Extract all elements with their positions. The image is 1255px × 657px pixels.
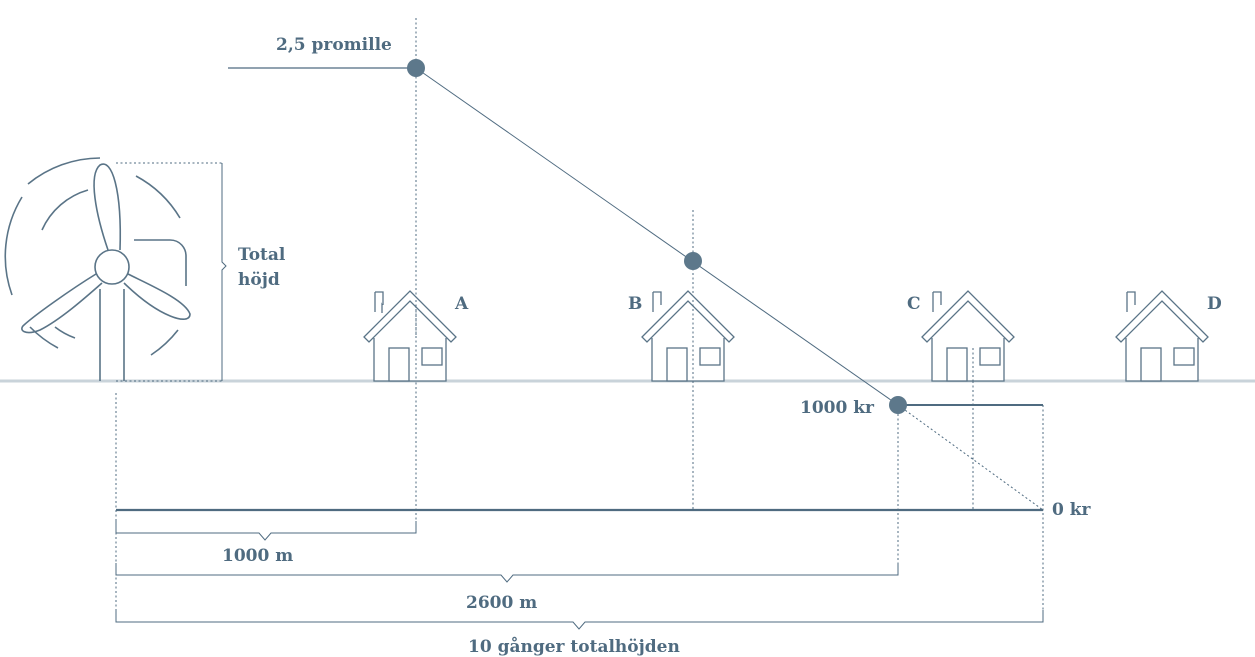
point-2-5-promille bbox=[407, 59, 425, 77]
brace-total bbox=[115, 610, 1044, 630]
house-label-d: D bbox=[1207, 294, 1222, 314]
house-a-icon bbox=[363, 290, 457, 382]
house-c-icon bbox=[921, 290, 1015, 382]
label-rate: 2,5 promille bbox=[276, 35, 392, 55]
label-height-1: Total bbox=[238, 245, 286, 265]
label-height-2: höjd bbox=[238, 270, 280, 290]
label-dist-3: 10 gånger totalhöjden bbox=[468, 636, 680, 657]
brace-2600m bbox=[115, 563, 899, 583]
wind-turbine-icon bbox=[4, 157, 191, 381]
label-dist-1: 1000 m bbox=[222, 546, 293, 566]
label-amount-mid: 1000 kr bbox=[800, 398, 875, 418]
point-1000-kr bbox=[889, 396, 907, 414]
house-label-a: A bbox=[454, 294, 469, 314]
label-amount-zero: 0 kr bbox=[1052, 500, 1092, 520]
brace-1000m bbox=[115, 521, 417, 541]
guide-lines bbox=[115, 18, 1044, 622]
label-dist-2: 2600 m bbox=[466, 593, 537, 613]
house-label-b: B bbox=[628, 294, 642, 314]
height-bracket bbox=[221, 163, 227, 381]
house-label-c: C bbox=[907, 294, 921, 314]
house-d-icon bbox=[1115, 290, 1209, 382]
slope-line bbox=[415, 67, 899, 406]
house-b-icon bbox=[641, 290, 735, 382]
point-house-b bbox=[684, 252, 702, 270]
